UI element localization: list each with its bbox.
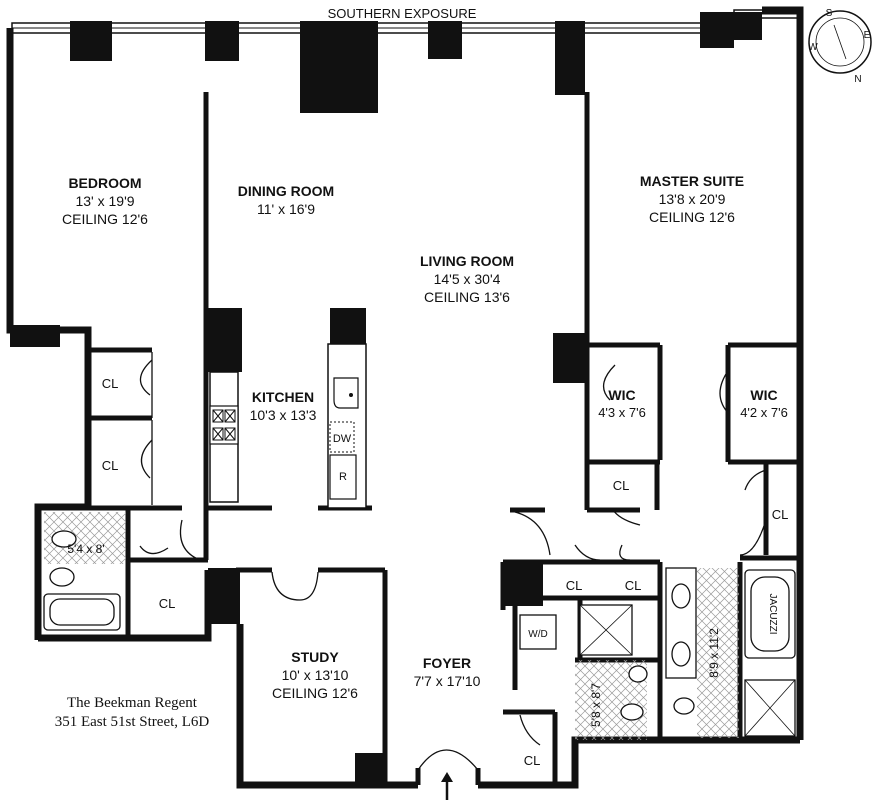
bath-tiles — [44, 512, 739, 740]
bedroom-size: 13' x 19'9 — [75, 193, 134, 209]
closet-label: CL — [613, 478, 630, 493]
foyer-name: FOYER — [423, 655, 471, 671]
closet-label: CL — [566, 578, 583, 593]
living-name: LIVING ROOM — [420, 253, 514, 269]
closet-label: CL — [102, 376, 119, 391]
closet-label: CL — [159, 596, 176, 611]
address-line2: 351 East 51st Street, L6D — [55, 714, 210, 730]
address-line1: The Beekman Regent — [67, 695, 198, 711]
compass-n: N — [854, 74, 861, 85]
compass-icon — [808, 10, 872, 74]
closet-label: CL — [524, 753, 541, 768]
study-name: STUDY — [291, 649, 339, 665]
refrigerator-label: R — [339, 471, 347, 483]
wic2-name: WIC — [750, 387, 777, 403]
compass-e: E — [864, 30, 871, 41]
dining-size: 11' x 16'9 — [257, 201, 315, 217]
closet-label: CL — [625, 578, 642, 593]
kitchen-name: KITCHEN — [252, 389, 314, 405]
compass-s: S — [826, 8, 833, 19]
kitchen-counters — [209, 343, 367, 509]
wic1-size: 4'3 x 7'6 — [598, 405, 646, 420]
study-ceiling: CEILING 12'6 — [272, 685, 358, 701]
living-size: 14'5 x 30'4 — [434, 271, 501, 287]
washer-dryer-label: W/D — [528, 629, 547, 640]
study-size: 10' x 13'10 — [282, 667, 349, 683]
kitchen-size: 10'3 x 13'3 — [250, 407, 317, 423]
wic2-size: 4'2 x 7'6 — [740, 405, 788, 420]
bath-fixtures — [43, 530, 796, 737]
bedroom-ceiling: CEILING 12'6 — [62, 211, 148, 227]
interior-walls — [88, 92, 800, 785]
bath3-size: 8'9 x 11'2 — [707, 628, 721, 678]
closet-label: CL — [772, 507, 789, 522]
columns — [10, 12, 762, 783]
master-size: 13'8 x 20'9 — [659, 191, 726, 207]
master-ceiling: CEILING 12'6 — [649, 209, 735, 225]
foyer-size: 7'7 x 17'10 — [414, 673, 481, 689]
master-name: MASTER SUITE — [640, 173, 744, 189]
bedroom-name: BEDROOM — [68, 175, 141, 191]
closet-label: CL — [102, 458, 119, 473]
exposure-label: SOUTHERN EXPOSURE — [328, 6, 477, 21]
jacuzzi-label: JACUZZI — [767, 593, 778, 634]
bath1-size: 5'4 x 8' — [67, 542, 104, 556]
wic1-name: WIC — [608, 387, 635, 403]
living-ceiling: CEILING 13'6 — [424, 289, 510, 305]
dishwasher-label: DW — [333, 433, 352, 445]
bath2-size: 5'8 x 8'7 — [589, 683, 603, 727]
dining-name: DINING ROOM — [238, 183, 334, 199]
compass-w: W — [808, 42, 818, 53]
entry-arrow-icon — [441, 772, 453, 800]
doors — [139, 352, 767, 771]
